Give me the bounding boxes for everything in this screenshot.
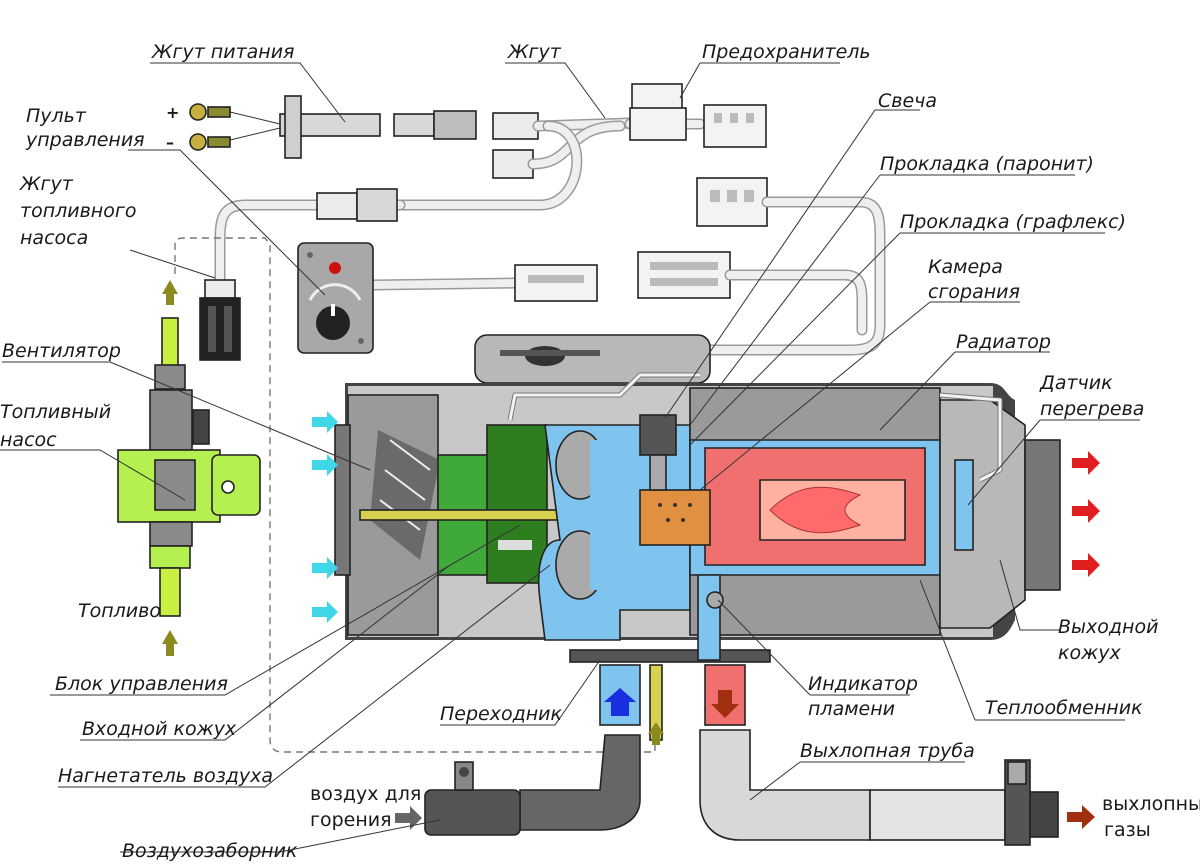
label-blower: Нагнетатель воздуха — [58, 765, 273, 787]
control-panel-unit — [297, 242, 374, 354]
air-in-arrow-icon — [312, 454, 338, 476]
hot-air-arrow-icon — [1072, 499, 1100, 523]
intake-pipe — [424, 664, 641, 836]
heat-exchanger-fins — [689, 387, 941, 636]
leader-lines — [0, 62, 1140, 853]
hot-air-arrow-icon — [1072, 553, 1100, 577]
air-in-arrow-icon — [312, 557, 338, 579]
label-outlet-casing-line1: Выходной — [1058, 616, 1158, 638]
flame-icon — [769, 486, 862, 534]
fuel-out-arrow-icon — [162, 280, 178, 305]
combustion-air-arrow-icon — [604, 688, 636, 716]
fuel-in-arrow-icon — [162, 630, 178, 656]
control-board-icon — [486, 424, 548, 584]
flame-indicator-icon — [706, 591, 724, 609]
fuel-pump-harness-cable — [199, 188, 406, 361]
exhaust-out-arrow-icon — [1067, 805, 1095, 829]
label-glow-plug: Свеча — [878, 90, 937, 112]
label-heat-exchanger: Теплообменник — [985, 697, 1143, 719]
label-gasket-paronite: Прокладка (паронит) — [880, 153, 1094, 175]
label-sensor-line1: Датчик — [1039, 372, 1113, 394]
air-inflow-arrows — [312, 411, 338, 623]
label-flame-indicator-line1: Индикатор — [808, 673, 918, 695]
control-panel-cable — [367, 264, 598, 302]
fuel-pump-assembly — [117, 317, 261, 617]
label-fuel: Топливо — [78, 600, 161, 622]
fuel-feed-arrow-icon — [648, 722, 664, 745]
control-knob-icon — [316, 306, 350, 340]
exhaust-down-arrow-icon — [711, 690, 739, 718]
label-control-panel-line2: управления — [25, 129, 145, 151]
label-adapter: Переходник — [440, 703, 563, 725]
label-gasket-graflex: Прокладка (графлекс) — [900, 211, 1126, 233]
label-sensor-line2: перегрева — [1040, 398, 1144, 420]
led-indicator-icon — [329, 262, 341, 274]
label-chamber-line1: Камера — [928, 256, 1003, 278]
glow-plug-icon — [639, 414, 677, 456]
label-control-panel-line1: Пульт — [26, 105, 87, 127]
label-comb-air-line1: воздух для — [310, 783, 421, 805]
label-air-intake: Воздухозаборник — [122, 840, 298, 862]
label-pump-harness-line1: Жгут — [19, 173, 74, 195]
label-pump-harness-line2: топливного — [20, 200, 136, 222]
label-fuse: Предохранитель — [702, 41, 871, 63]
overheat-sensor-icon — [954, 459, 974, 551]
fuse-icon — [629, 83, 687, 141]
fuel-line-dashed — [174, 237, 656, 753]
label-flame-indicator-line2: пламени — [808, 698, 895, 720]
power-harness-cable — [229, 95, 477, 159]
terminal-plus-icon — [189, 103, 231, 121]
label-exhaust-gas-line2: газы — [1104, 819, 1151, 841]
hot-air-outflow-arrows — [1072, 451, 1100, 577]
diagram-labels: Жгут питания Жгут Предохранитель Пульт у… — [0, 41, 1200, 862]
label-radiator: Радиатор — [956, 331, 1051, 353]
label-inlet-casing: Входной кожух — [82, 718, 237, 740]
label-fuel-pump-line1: Топливный — [0, 401, 111, 423]
label-control-unit: Блок управления — [55, 673, 228, 695]
combustion-chamber-icon — [639, 489, 711, 546]
heater-body — [334, 334, 1061, 663]
main-harness-cable — [394, 112, 706, 211]
comb-air-in-arrow-icon — [395, 806, 422, 830]
label-comb-air-line2: горения — [310, 809, 392, 831]
terminal-minus-icon — [189, 133, 231, 151]
label-harness: Жгут — [507, 41, 562, 63]
label-exhaust-gas-line1: выхлопные — [1102, 793, 1200, 815]
hot-air-arrow-icon — [1072, 451, 1100, 475]
label-outlet-casing-line2: кожух — [1058, 642, 1121, 664]
air-in-arrow-icon — [312, 601, 338, 623]
label-power-harness: Жгут питания — [151, 41, 294, 63]
label-exhaust-pipe: Выхлопная труба — [800, 740, 975, 762]
label-fan: Вентилятор — [2, 340, 121, 362]
label-pump-harness-line3: насоса — [20, 227, 88, 249]
wiring-harness-group — [189, 83, 886, 361]
side-harness-connectors — [637, 177, 886, 356]
label-minus: – — [166, 133, 174, 152]
label-chamber-line2: сгорания — [928, 281, 1020, 303]
harness-connector-right — [703, 104, 767, 148]
label-plus: + — [166, 103, 179, 122]
fan-icon — [370, 430, 440, 560]
label-fuel-pump-line2: насос — [0, 429, 57, 451]
exhaust-pipe-assembly — [699, 664, 1059, 846]
air-in-arrow-icon — [312, 411, 338, 433]
